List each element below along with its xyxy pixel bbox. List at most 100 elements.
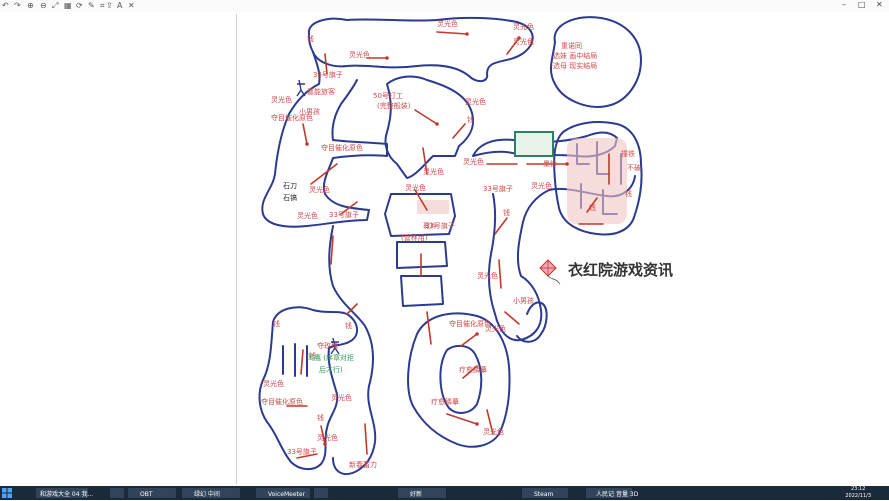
map-label: 33号旗子 xyxy=(313,71,343,79)
map-label: 钱 xyxy=(309,352,316,360)
map-label: 撞铁 xyxy=(621,150,635,158)
map-label: 灵光色 xyxy=(513,38,534,46)
maximize-button[interactable]: □ xyxy=(858,0,866,9)
clock-time: 23:12 xyxy=(850,486,866,492)
taskbar-app-1[interactable]: 和游戏大全 04 我... xyxy=(36,488,93,498)
map-label: 灵光色 xyxy=(405,184,426,192)
map-label: 疗愈鳞摹 xyxy=(431,398,459,406)
taskbar-app-label: Steam xyxy=(534,491,554,498)
map-label: 33号旗子 xyxy=(483,185,513,193)
taskbar-app-8[interactable]: Steam xyxy=(522,488,568,498)
map-label: 钱 xyxy=(503,209,510,217)
taskbar-app-7[interactable]: 好新 xyxy=(398,488,446,498)
image-viewer xyxy=(0,12,889,486)
map-label: 瑕片 xyxy=(423,222,437,230)
map-label: 灵光色 xyxy=(297,212,318,220)
map-label: 新春蓄力 xyxy=(349,461,377,469)
map-label: 钱 xyxy=(467,116,474,124)
map-label: 灵光色 xyxy=(349,51,370,59)
taskbar-app-10[interactable]: 音量 3D xyxy=(606,488,646,498)
green-marker-box xyxy=(514,131,554,157)
map-label: 灵光色 xyxy=(485,325,506,333)
minimize-button[interactable]: – xyxy=(842,0,846,9)
taskbar-app-label: 好新 xyxy=(410,491,423,498)
taskbar-app-label: 人民记 xyxy=(596,491,615,498)
map-label: 嘉能旅客 xyxy=(307,88,335,96)
map-label: 夺玫瑰 xyxy=(317,342,338,350)
taskbar-app-2[interactable] xyxy=(110,488,124,498)
zoom-out-icon[interactable]: ⊖ xyxy=(40,1,47,10)
text-icon[interactable]: A xyxy=(117,1,123,10)
taskbar-app-label: 和游戏大全 04 我... xyxy=(40,491,94,498)
map-label: 石刀 xyxy=(283,182,297,190)
map-label: 石镐 xyxy=(283,194,297,202)
map-label: 钱 xyxy=(345,322,352,330)
taskbar-app-label: 音量 3D xyxy=(616,491,639,498)
map-label: 灵光色 xyxy=(263,380,284,388)
map-label: 灵光色 xyxy=(513,23,534,31)
taskbar: 和游戏大全 04 我... OBT 绿幻 中间 VoiceMeeter 好新 S… xyxy=(0,486,889,500)
map-label: 夺目催化原色 xyxy=(449,320,491,328)
map-outline xyxy=(258,16,643,476)
map-label: 灵光色 xyxy=(531,182,552,190)
map-label: 灵光色 xyxy=(463,158,484,166)
map-label: 选妹 画中结局 xyxy=(553,52,598,60)
map-label: 疗愈鳞摹 xyxy=(459,366,487,374)
watermark-text: 衣红院游戏资讯 xyxy=(568,261,674,279)
map-label: 灵光色 xyxy=(331,394,352,402)
map-label: (完整般装) xyxy=(377,102,411,110)
grid-icon[interactable]: ▦ xyxy=(64,1,72,10)
map-label: 后才行) xyxy=(319,366,343,374)
taskbar-app-3[interactable]: OBT xyxy=(128,488,176,498)
map-label: 选母 现实结局 xyxy=(553,62,598,70)
crop-icon[interactable]: ⌗ xyxy=(100,1,105,10)
taskbar-app-label: OBT xyxy=(140,491,153,498)
window-close-button[interactable]: ✕ xyxy=(876,0,883,9)
map-label: 灵光色 xyxy=(483,428,504,436)
map-label: 钱 xyxy=(625,190,632,198)
map-label: (营林用) xyxy=(401,234,428,242)
map-label: 钱 xyxy=(307,35,314,43)
taskbar-app-label: VoiceMeeter xyxy=(268,491,306,498)
map-label: 33号旗子 xyxy=(425,222,455,230)
map-label: 夺目催化原色 xyxy=(271,114,313,122)
map-label: 夺目催化原色 xyxy=(261,398,303,406)
back-icon[interactable]: ↶ xyxy=(2,1,9,10)
share-icon[interactable]: ⇪ xyxy=(106,1,113,10)
map-label: 钱 xyxy=(589,204,596,212)
map-label: 33号旗子 xyxy=(287,448,317,456)
viewer-toolbar: ↶ ↷ ⊕ ⊖ ⤢ ▦ ⟳ ✎ ⌗ ⇪ A ✕ – □ ✕ xyxy=(0,0,889,12)
windows-start-icon[interactable] xyxy=(2,488,12,498)
close-icon[interactable]: ✕ xyxy=(128,1,135,10)
map-label: 重诺同 xyxy=(561,42,582,50)
map-label: 50号打工 xyxy=(373,92,403,100)
map-label: 墨钤 xyxy=(543,160,557,168)
map-label: 钱 xyxy=(273,320,280,328)
map-label: 灵光色 xyxy=(271,96,292,104)
clock-date: 2022/11/3 xyxy=(845,493,871,499)
zoom-in-icon[interactable]: ⊕ xyxy=(27,1,34,10)
map-label: 灵光色 xyxy=(465,98,486,106)
taskbar-app-6[interactable] xyxy=(314,488,328,498)
rotate-icon[interactable]: ⟳ xyxy=(76,1,83,10)
taskbar-app-label: 绿幻 中间 xyxy=(194,491,220,498)
fit-icon[interactable]: ⤢ xyxy=(52,1,59,10)
map-label: 小男孩 xyxy=(299,108,320,116)
edit-icon[interactable]: ✎ xyxy=(88,1,95,10)
kite-icon xyxy=(539,259,561,285)
map-label: 33号旗子 xyxy=(329,211,359,219)
map-label: 鸣鹰 (序章对拒 xyxy=(307,354,354,362)
map-label: 灵光色 xyxy=(317,434,338,442)
map-label: 不破 xyxy=(627,164,641,172)
forward-icon[interactable]: ↷ xyxy=(14,1,21,10)
taskbar-app-9[interactable]: 人民记 xyxy=(586,488,632,498)
map-label: 灵光色 xyxy=(423,168,444,176)
map-label: 灵光色 xyxy=(437,20,458,28)
map-label: 夺目催化原色 xyxy=(321,144,363,152)
system-clock[interactable]: 23:12 2022/11/3 xyxy=(845,486,871,500)
taskbar-app-4[interactable]: 绿幻 中间 xyxy=(182,488,240,498)
taskbar-app-5[interactable]: VoiceMeeter xyxy=(256,488,310,498)
map-label: 钱 xyxy=(317,414,324,422)
map-label: 灵光色 xyxy=(477,272,498,280)
